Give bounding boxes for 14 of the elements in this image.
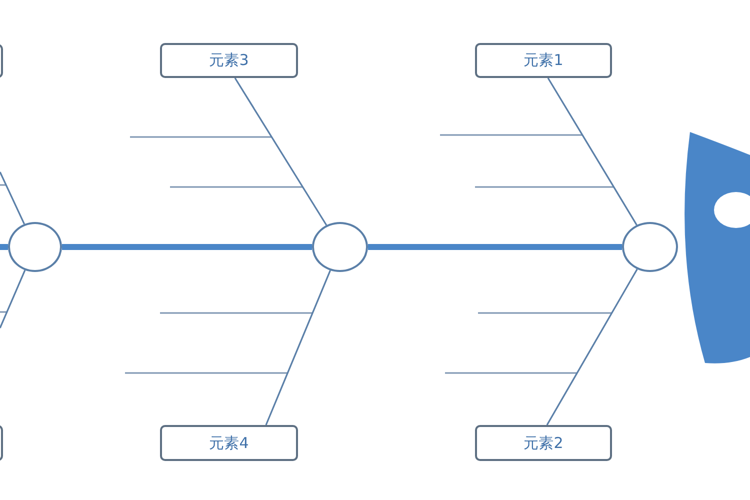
bone-line [0, 270, 26, 328]
spine-line [368, 244, 622, 250]
element-label-box: 元素1 [475, 43, 612, 78]
joint-ellipse [8, 222, 62, 272]
spine-line [62, 244, 312, 250]
bone-line [0, 172, 26, 224]
element-label-box: 元素3 [160, 43, 298, 78]
bone-line [547, 78, 638, 226]
element-label-box: 元素2 [475, 425, 612, 461]
bone-line [265, 270, 331, 426]
spine-line [0, 244, 8, 250]
bone-line [234, 78, 328, 226]
element-label-box: 元素4 [160, 425, 298, 461]
bone-line [546, 268, 638, 426]
